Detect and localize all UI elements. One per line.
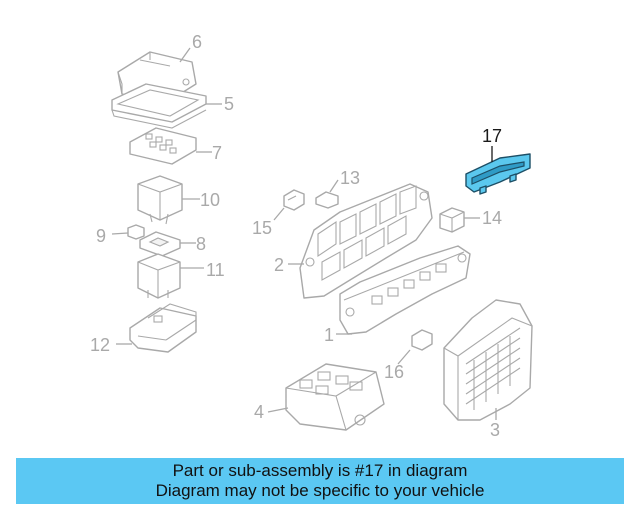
callout-2[interactable]: 2: [274, 255, 284, 275]
callout-15[interactable]: 15: [252, 218, 272, 238]
callout-4[interactable]: 4: [254, 402, 264, 422]
leader-15: [273, 207, 285, 221]
callout-10[interactable]: 10: [200, 190, 220, 210]
part-8-socket[interactable]: [139, 231, 181, 257]
callout-6[interactable]: 6: [192, 32, 202, 52]
callout-16[interactable]: 16: [384, 362, 404, 382]
callout-8[interactable]: 8: [196, 234, 206, 254]
banner-line-2: Diagram may not be specific to your vehi…: [155, 481, 485, 500]
part-17-highlighted[interactable]: [465, 153, 531, 195]
parts-diagram-svg: 6 5 7 10 9 8 11: [90, 32, 533, 440]
leader-6: [179, 47, 191, 63]
callout-14[interactable]: 14: [482, 208, 502, 228]
part-11-relay-base[interactable]: [137, 253, 181, 299]
callout-3[interactable]: 3: [490, 420, 500, 440]
callout-1[interactable]: 1: [324, 325, 334, 345]
banner-line-1: Part or sub-assembly is #17 in diagram: [172, 461, 468, 480]
leader-9: [111, 232, 129, 235]
part-7-fuse-block[interactable]: [129, 127, 197, 165]
callout-9[interactable]: 9: [96, 226, 106, 246]
leader-16: [397, 349, 411, 365]
callout-7[interactable]: 7: [212, 143, 222, 163]
callout-5[interactable]: 5: [224, 94, 234, 114]
part-2-relay-block[interactable]: [299, 183, 433, 299]
leader-4: [267, 407, 289, 413]
parts-diagram: 6 5 7 10 9 8 11: [90, 32, 533, 440]
part-1-junction-block[interactable]: [339, 245, 471, 335]
part-15-bracket[interactable]: [283, 189, 305, 211]
callout-17[interactable]: 17: [482, 126, 502, 146]
callout-11[interactable]: 11: [206, 260, 225, 280]
part-4-lower-box[interactable]: [285, 363, 385, 431]
part-14-cube[interactable]: [439, 207, 465, 233]
part-10-relay[interactable]: [137, 175, 183, 225]
part-9-small-fuse[interactable]: [127, 224, 145, 240]
info-banner: Part or sub-assembly is #17 in diagram D…: [16, 458, 624, 504]
part-13-clip[interactable]: [315, 191, 339, 209]
part-16-clip[interactable]: [411, 329, 433, 351]
part-12-connector[interactable]: [129, 303, 197, 353]
callout-13[interactable]: 13: [340, 168, 360, 188]
part-3-housing[interactable]: [443, 299, 533, 421]
callout-12[interactable]: 12: [90, 335, 110, 355]
leader-13: [329, 179, 339, 193]
